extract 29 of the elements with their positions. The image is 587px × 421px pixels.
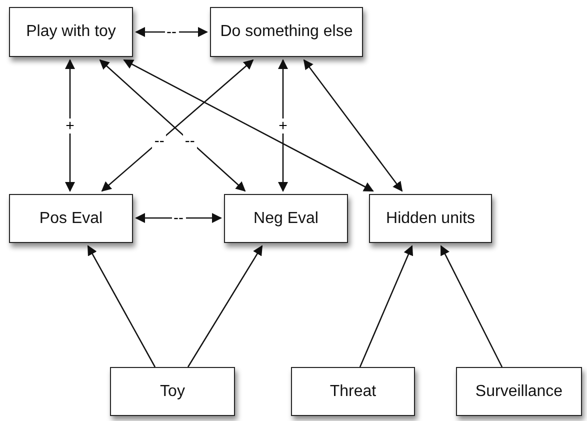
arrow <box>87 245 156 368</box>
arrow <box>65 59 75 192</box>
edge-label: + <box>64 118 76 133</box>
arrow <box>440 245 503 368</box>
process-box <box>9 194 133 243</box>
arrow <box>359 245 414 368</box>
process-box <box>291 367 415 416</box>
edge-label: -- <box>182 134 197 149</box>
arrow <box>278 59 288 192</box>
node-label: Neg Eval <box>254 210 318 228</box>
process-box <box>456 367 582 416</box>
process-box <box>110 367 235 416</box>
node-label: Do something else <box>220 23 353 41</box>
node-label: Surveillance <box>475 382 563 400</box>
edge-label: -- <box>152 134 166 149</box>
process-box <box>9 7 133 57</box>
node-label: Hidden units <box>386 210 475 228</box>
arrow <box>123 59 374 192</box>
arrow <box>187 245 263 368</box>
arrow <box>303 59 403 192</box>
edge-label: + <box>276 118 290 133</box>
process-box <box>369 194 492 243</box>
process-box <box>210 7 363 57</box>
arrow <box>135 213 222 223</box>
node-label: Play with toy <box>26 23 116 41</box>
node-label: Threat <box>330 382 376 400</box>
node-label: Pos Eval <box>39 210 103 228</box>
process-box <box>224 194 348 243</box>
node-label: Toy <box>160 382 185 400</box>
